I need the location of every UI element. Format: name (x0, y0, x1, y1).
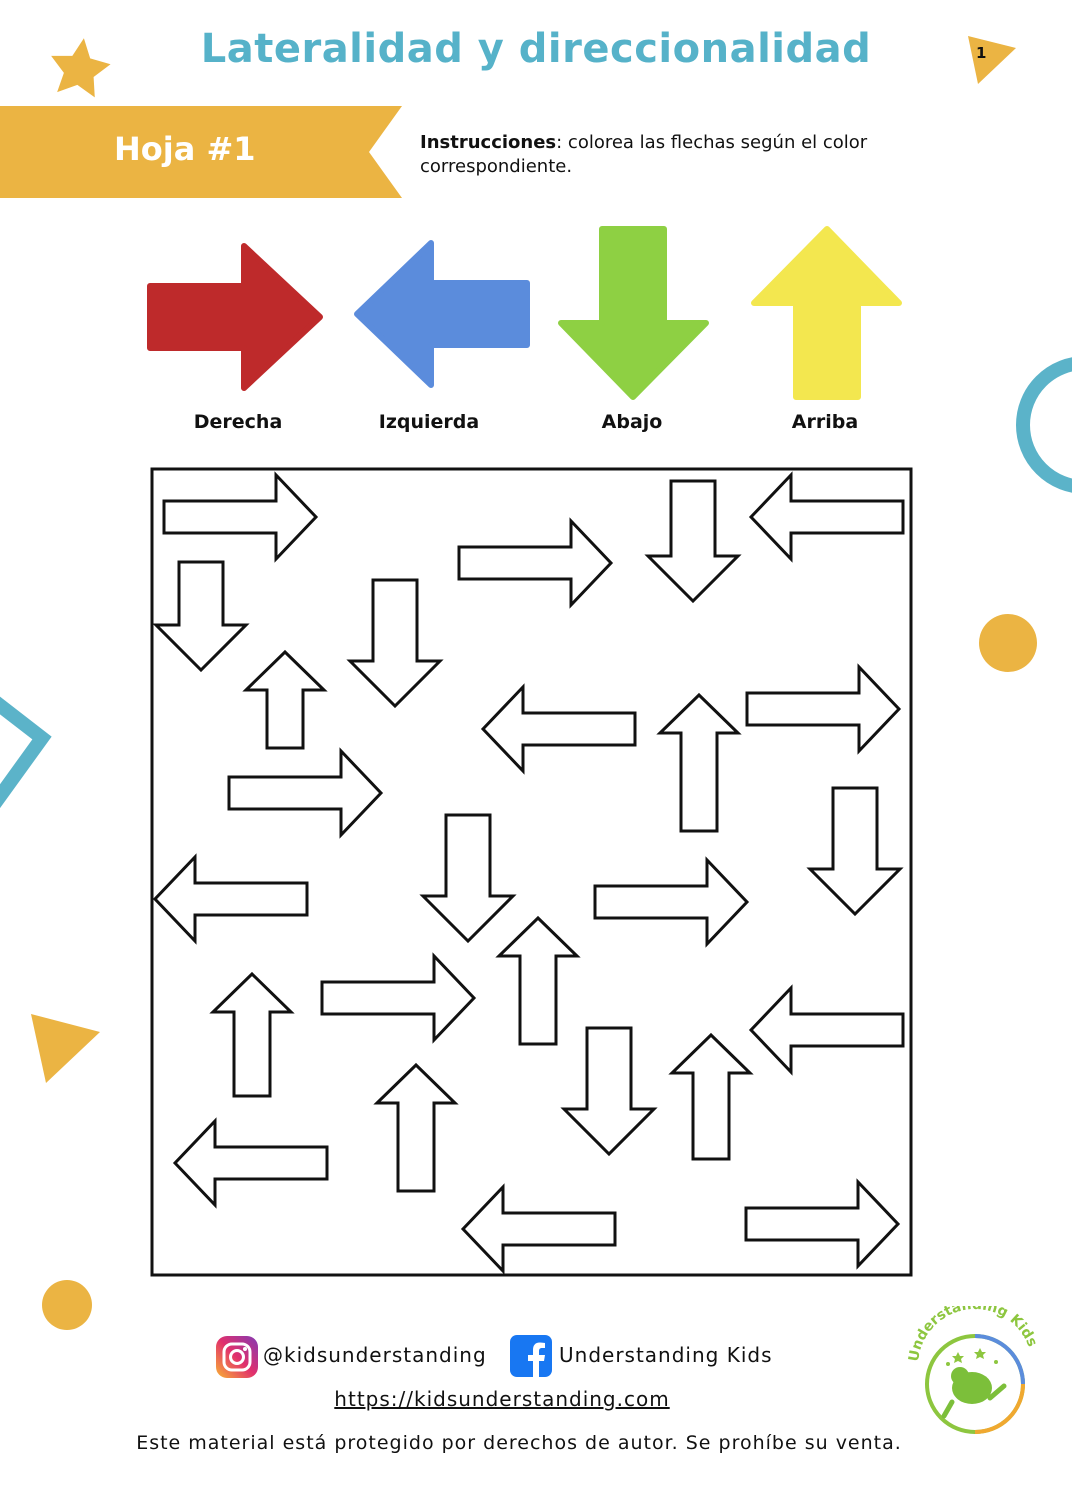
worksheet-arrow-right[interactable] (320, 952, 477, 1044)
legend-arrow-down (558, 226, 709, 400)
worksheet-arrow-up[interactable] (495, 915, 581, 1046)
facebook-page-name[interactable]: Understanding Kids (559, 1343, 773, 1367)
worksheet-arrow-up[interactable] (209, 971, 295, 1098)
decor-yellow-dot-bottom (42, 1280, 92, 1330)
star-icon (51, 38, 111, 98)
instructions-label: Instrucciones (420, 132, 557, 153)
worksheet-arrow-up[interactable] (668, 1032, 754, 1161)
understanding-kids-logo: Understanding Kids (906, 1306, 1040, 1434)
worksheet-arrow-right[interactable] (227, 747, 384, 839)
worksheet-arrow-down[interactable] (806, 786, 904, 917)
worksheet-arrow-left[interactable] (152, 853, 309, 945)
legend-label-up: Arriba (791, 411, 859, 433)
worksheet-arrow-left[interactable] (172, 1117, 329, 1209)
worksheet-arrow-down[interactable] (419, 813, 517, 944)
legend-arrow-right (147, 243, 323, 391)
legend-arrow-up (751, 226, 902, 400)
decor-teal-triangle (0, 696, 52, 809)
worksheet-arrow-down[interactable] (152, 560, 250, 673)
instagram-handle[interactable]: @kidsunderstanding (263, 1343, 487, 1367)
legend-label-right: Derecha (193, 411, 283, 433)
worksheet-arrow-down[interactable] (560, 1026, 658, 1157)
color-legend (147, 226, 902, 400)
worksheet-arrow-right[interactable] (593, 856, 750, 948)
worksheet-arrow-right[interactable] (457, 517, 614, 609)
facebook-icon[interactable] (509, 1334, 553, 1378)
worksheet-border (150, 467, 913, 1277)
legend-label-down: Abajo (601, 411, 663, 433)
page-number-triangle (968, 36, 1016, 84)
instructions-text: : colorea las flechas según el color cor… (420, 132, 868, 177)
page-number: 1 (976, 44, 987, 62)
legend-label-left: Izquierda (378, 411, 480, 433)
worksheet-arrow-up[interactable] (656, 692, 742, 833)
worksheet-arrow-down[interactable] (346, 578, 444, 709)
page-title: Lateralidad y direccionalidad (200, 26, 872, 72)
worksheet-arrow-up[interactable] (373, 1062, 459, 1193)
decor-yellow-dot (979, 614, 1037, 672)
instructions: Instrucciones: colorea las flechas según… (420, 131, 940, 179)
decor-yellow-triangle (31, 1014, 100, 1083)
worksheet-box (150, 467, 913, 1277)
banner-ribbon (0, 106, 402, 198)
worksheet-arrow-left[interactable] (480, 683, 637, 775)
website-link[interactable]: https://kidsunderstanding.com (334, 1387, 670, 1411)
worksheet-arrow-right[interactable] (744, 1178, 901, 1270)
worksheet-arrow-up[interactable] (242, 649, 328, 750)
decor-teal-arc (1016, 357, 1072, 493)
worksheet-arrow-left[interactable] (748, 984, 905, 1076)
worksheet-arrow-left[interactable] (748, 471, 905, 563)
legend-arrow-left (354, 240, 530, 388)
copyright-notice: Este material está protegido por derecho… (136, 1432, 902, 1454)
sheet-banner-label: Hoja #1 (114, 130, 256, 168)
worksheet-arrow-right[interactable] (162, 471, 319, 563)
instagram-icon[interactable] (214, 1334, 260, 1380)
worksheet-arrow-left[interactable] (460, 1183, 617, 1275)
worksheet-arrow-down[interactable] (644, 479, 742, 604)
worksheet-arrow-right[interactable] (745, 663, 902, 755)
